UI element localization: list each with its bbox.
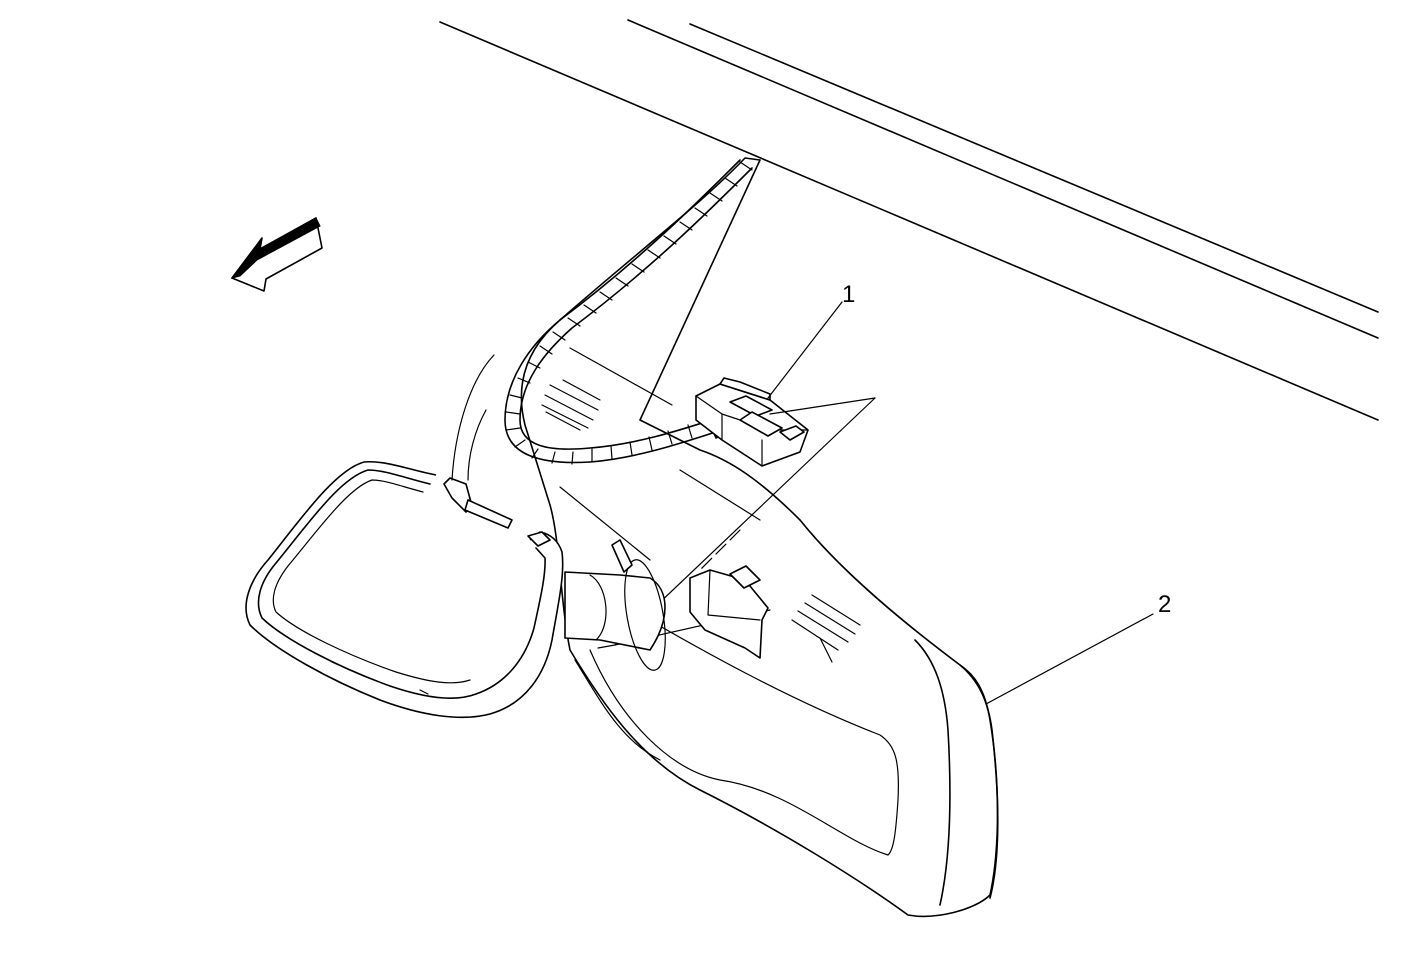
mounting-tab xyxy=(689,565,769,659)
callout-label-1: 1 xyxy=(842,281,855,308)
windshield-edge-lines xyxy=(439,19,1379,421)
lower-vent-slots xyxy=(791,594,861,663)
mirror-mount-housing xyxy=(520,157,999,918)
callout-leaders xyxy=(767,301,1154,705)
callout-label-2: 2 xyxy=(1158,591,1171,618)
electrical-connector xyxy=(695,377,809,467)
upper-vent-slots xyxy=(541,379,601,431)
mirror-head xyxy=(245,354,564,719)
forward-direction-arrow-icon xyxy=(230,217,323,292)
mirror-stem xyxy=(564,539,666,671)
